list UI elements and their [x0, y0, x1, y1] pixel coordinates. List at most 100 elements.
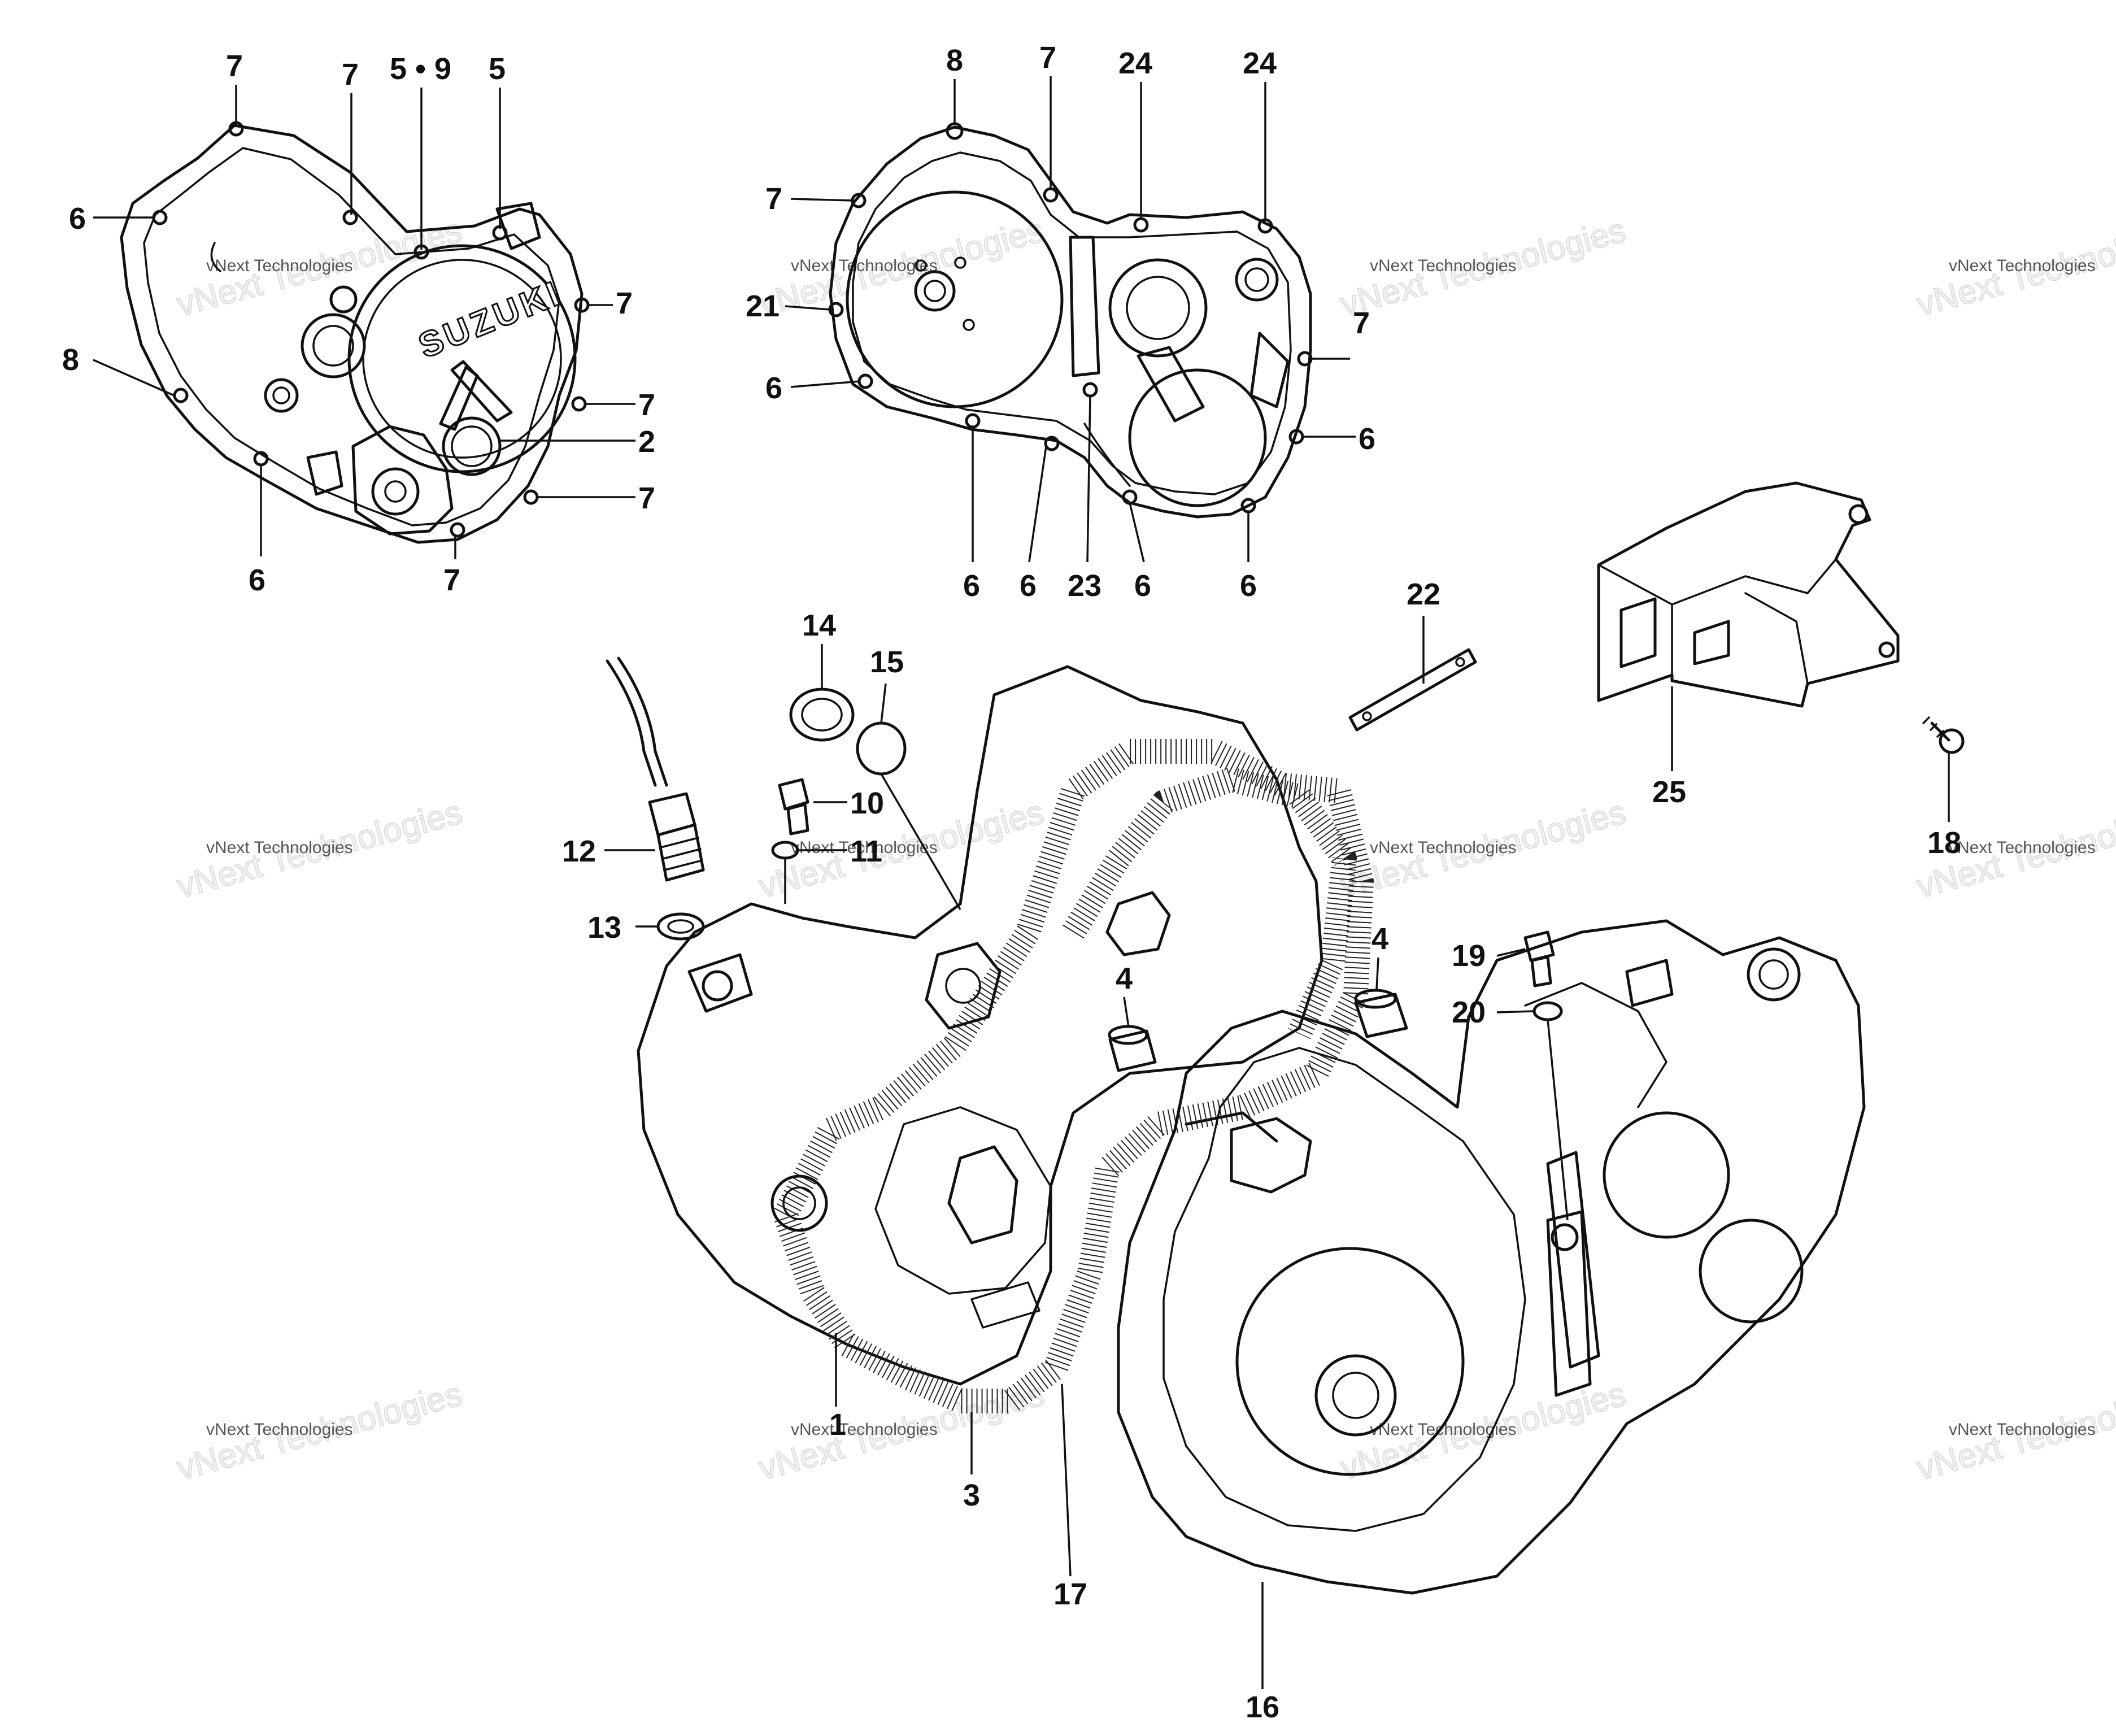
cover-recess [1128, 368, 1267, 507]
leader-line [1375, 957, 1379, 990]
crankcase-boss [1230, 1117, 1312, 1194]
callout-7: 7 [342, 58, 359, 92]
callout-7: 7 [1039, 41, 1056, 75]
bolt-hole [1082, 382, 1098, 398]
bracket-window [1619, 597, 1657, 668]
callout-25: 25 [1652, 775, 1686, 809]
plug-cap [789, 688, 855, 742]
watermark-small: vNext Technologies [1949, 1420, 2096, 1439]
cover-rib [210, 242, 221, 272]
plug-cap-inner [801, 698, 843, 732]
temperature-sensor [606, 656, 705, 941]
watermark-9: vNext Technologies vNext Technologies [172, 1374, 466, 1488]
bolt-thread [1922, 716, 1944, 738]
stator-cover-hole [915, 259, 927, 272]
crankcase-bearing-bore [1699, 1219, 1804, 1324]
dowel-end [1354, 989, 1397, 1009]
leader-line [1547, 1019, 1569, 1221]
stator-cover-dome [846, 190, 1064, 408]
callout-3: 3 [963, 1478, 980, 1512]
callout-16: 16 [1246, 1690, 1279, 1724]
bracket-fold [1671, 558, 1837, 606]
oil-filler-cap-inner [451, 425, 493, 467]
callout-7: 7 [638, 388, 655, 422]
callout-10: 10 [850, 786, 884, 820]
bolt-hole [1043, 187, 1059, 203]
bracket-bolt [1922, 716, 1965, 754]
dowel-body [1354, 993, 1408, 1038]
clutch-cover: SUZUKI [120, 121, 590, 544]
sensor-washer-inner [667, 919, 694, 934]
callout-6: 6 [1020, 569, 1037, 603]
strip-hole [1362, 711, 1372, 721]
brand-logo: SUZUKI [413, 273, 568, 366]
bolt-hole [523, 489, 539, 505]
oil-filler-cap [442, 416, 502, 476]
callout-labels: 7 7 5 • 9 5 6 7 8 7 2 7 6 7 8 7 24 24 7 … [62, 41, 1961, 1724]
crankcase-port-hole [702, 970, 733, 1002]
sprocket-cover-boss [1108, 258, 1208, 358]
clutch-cover-dome-rim [362, 259, 562, 459]
o-ring [856, 721, 907, 776]
strip-body [1348, 648, 1477, 732]
bolt-hole [857, 373, 873, 389]
watermark-small: vNext Technologies [1949, 838, 2096, 857]
bolt-head [778, 778, 809, 811]
callout-7: 7 [616, 286, 633, 320]
bearing-nut-inner [782, 1186, 816, 1220]
crankcase-stud-hole [1551, 1223, 1579, 1251]
callout-2: 2 [638, 425, 655, 459]
crankcase-right-half [1117, 919, 1866, 1595]
callout-22: 22 [1407, 577, 1440, 611]
crankcase-port [687, 953, 753, 1013]
callout-20: 20 [1452, 995, 1486, 1029]
callout-17: 17 [1053, 1577, 1087, 1611]
magneto-cover-outline [829, 125, 1312, 519]
callout-13: 13 [587, 911, 621, 945]
crankcase-gasket [773, 739, 1374, 1413]
drain-plug-set [771, 688, 907, 860]
leader-line [790, 380, 860, 388]
callout-19: 19 [1452, 939, 1486, 973]
water-pump-boss [371, 467, 420, 516]
crankcase [637, 665, 1866, 1595]
strip-hole [1455, 657, 1465, 667]
bolt-head [1939, 728, 1965, 754]
callout-6: 6 [69, 202, 86, 236]
bolt-hole [571, 396, 587, 412]
callout-7: 7 [765, 182, 782, 216]
bracket-hole [1848, 504, 1869, 524]
callout-6: 6 [1240, 569, 1257, 603]
watermark-small: vNext Technologies [791, 838, 938, 857]
magneto-cover-inner-flange [852, 151, 1292, 495]
leader-lines [93, 76, 1950, 1689]
leader-line [93, 359, 175, 397]
cover-boss [301, 313, 366, 378]
crankcase-rib [1185, 1111, 1278, 1143]
clutch-cover-emboss [439, 366, 479, 431]
washer [771, 841, 799, 860]
crankcase-magneto-bore [1235, 1247, 1465, 1476]
stator-cover-hole [954, 256, 966, 269]
cover-plug [329, 285, 358, 314]
crankshaft-seal [1314, 1354, 1397, 1437]
callout-5-9: 5 • 9 [390, 52, 451, 86]
callout-6: 6 [249, 563, 265, 597]
watermarks: vNext Technologies vNext Technologies vN… [172, 211, 2116, 1488]
bracket-hole [1878, 641, 1895, 658]
chain-guide-strip [1348, 648, 1477, 732]
leader-line [880, 773, 961, 910]
callout-24: 24 [1118, 46, 1152, 80]
leader-line [1496, 948, 1526, 957]
leader-line [1028, 446, 1047, 563]
sensor-wire [606, 659, 657, 787]
bearing-nut [770, 1174, 828, 1232]
cover-rib [1083, 423, 1131, 487]
cover-arm [1137, 346, 1205, 423]
leader-line [1123, 997, 1130, 1028]
dowel-pin-1 [1108, 1025, 1157, 1072]
crankcase-bearing-boss-inner [1758, 959, 1789, 990]
crankcase-bearing-bore [1603, 1111, 1730, 1239]
crankcase-right-flange [1163, 1047, 1526, 1532]
callout-11: 11 [850, 834, 882, 868]
